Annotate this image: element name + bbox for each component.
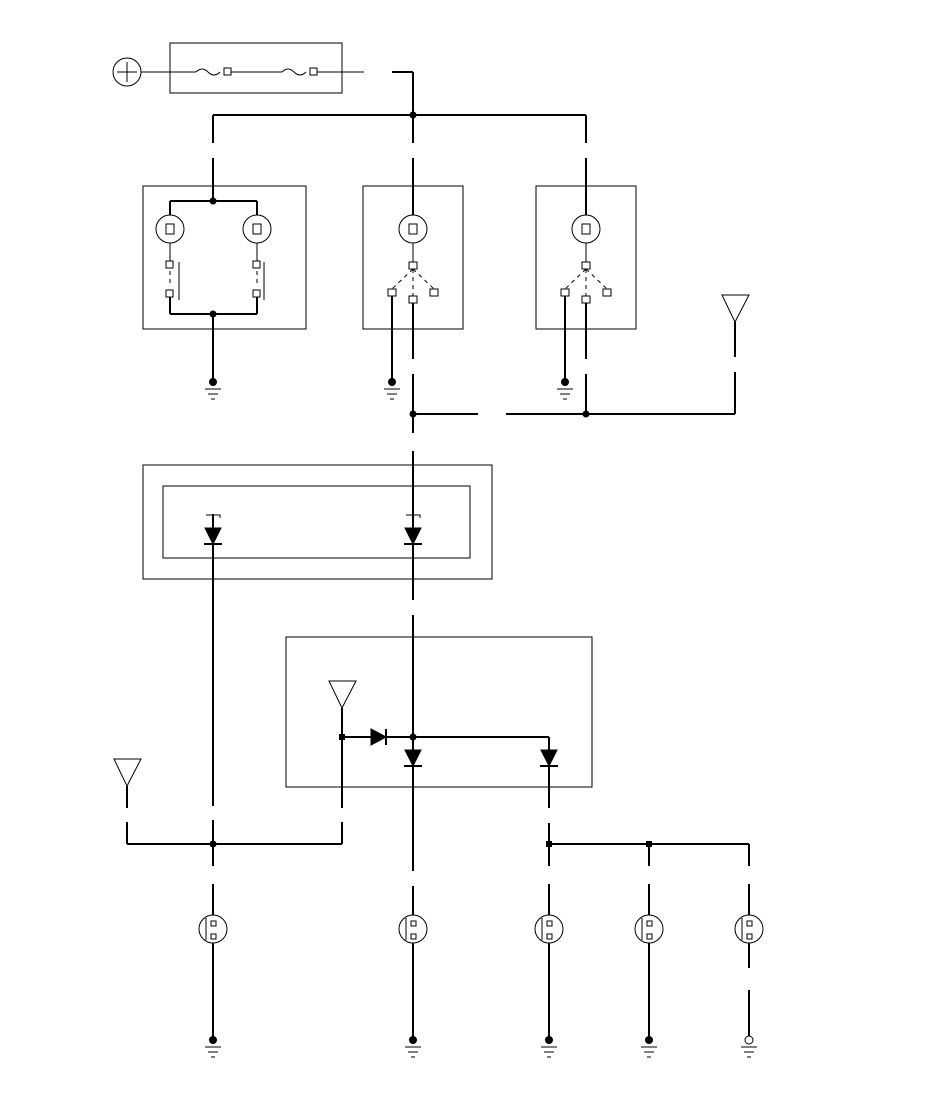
ground-icon [205, 378, 221, 400]
bulb-icon [198, 914, 228, 1040]
ground-icon [405, 1036, 421, 1058]
antenna-triangle-icon [328, 680, 357, 808]
lower-right-bus [546, 766, 750, 915]
ground-icon [741, 1035, 757, 1058]
lamp-switch-module-1 [142, 185, 307, 382]
bulb-icon [634, 914, 664, 1040]
bulb-icon [734, 914, 764, 1036]
diode-module-a [142, 464, 493, 600]
fuse-box [169, 42, 343, 94]
lamp-icon [242, 214, 272, 244]
antenna-triangle-icon [113, 758, 142, 808]
lamp-icon [398, 214, 428, 244]
diode-module-b [285, 636, 593, 788]
bulb-icon [398, 914, 428, 1040]
lower-left-bus [126, 820, 343, 915]
lamp-icon [571, 214, 601, 244]
ground-icon [641, 1036, 657, 1058]
ground-icon [557, 378, 573, 400]
battery-positive-terminal [112, 57, 142, 87]
ground-icon [384, 378, 400, 400]
ground-icon [541, 1036, 557, 1058]
main-feed-wire [212, 71, 587, 187]
fuse-line [141, 67, 364, 76]
lamp-icon [155, 214, 185, 244]
bulb-icon [534, 914, 564, 1040]
antenna-triangle-icon [721, 294, 750, 414]
lamp-switch-module-2 [362, 185, 464, 382]
ground-icon [205, 1036, 221, 1058]
lamp-switch-module-3 [535, 185, 637, 382]
switch-output-bus [409, 374, 735, 487]
